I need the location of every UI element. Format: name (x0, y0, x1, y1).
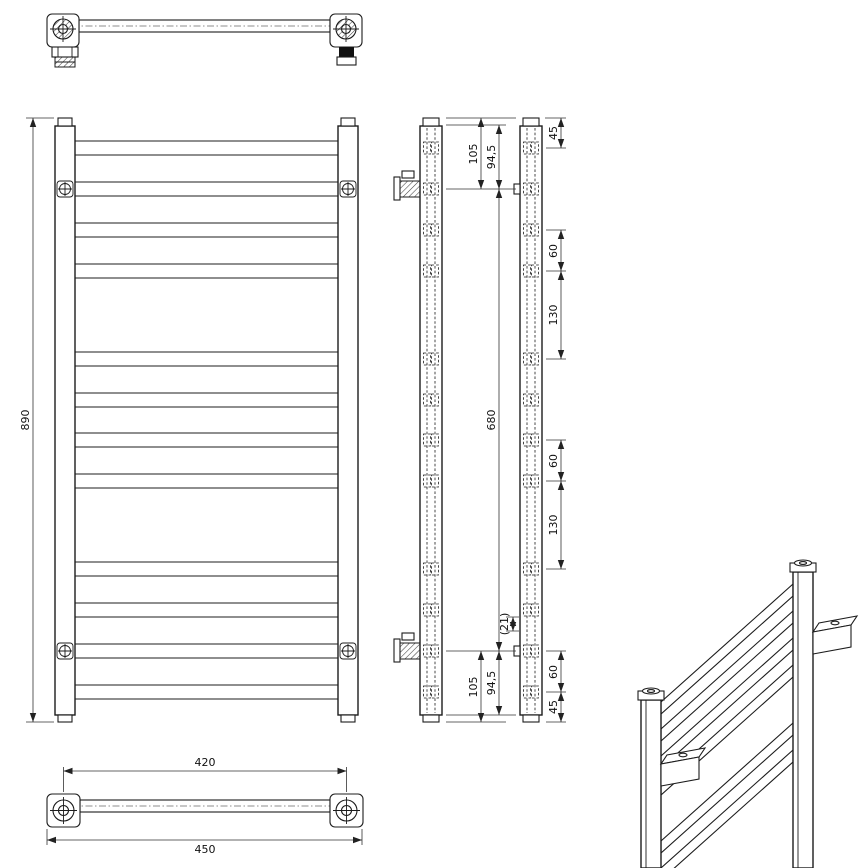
dim-label-60-a: 60 (547, 244, 560, 258)
dim-label-680: 680 (485, 410, 498, 431)
dim-overall-height: 890 (19, 117, 54, 723)
dim-label-450: 450 (195, 843, 216, 856)
side-tube-bottom-cap (422, 714, 440, 723)
dim-label-94-5-top: 94,5 (485, 145, 498, 170)
top-view-left-bracket (46, 13, 80, 68)
wall-bracket-top (393, 170, 421, 201)
left-rail-top-cap (57, 117, 73, 127)
perspective-rungs (660, 582, 794, 868)
wall-bracket-bottom (393, 632, 421, 663)
dim-label-105-bottom: 105 (467, 677, 480, 698)
dim-label-45-bottom: 45 (547, 700, 560, 714)
dim-pipe-spacing: 420 (63, 756, 347, 792)
dim-label-130-a: 130 (547, 305, 560, 326)
bottom-right-connection (329, 793, 364, 828)
front-view: 890 (19, 117, 359, 723)
top-view (46, 13, 363, 68)
perspective-bracket-left (659, 747, 707, 787)
side-view-open-side (513, 117, 543, 723)
top-view-right-bracket (329, 13, 363, 66)
dim-label-94-5-bottom: 94,5 (485, 671, 498, 696)
perspective-right-post (789, 559, 817, 868)
side-tube-top-cap (522, 117, 540, 127)
dim-overall-width: 450 (46, 829, 363, 856)
side-tube-top-cap (422, 117, 440, 127)
side-dimension-chains: 105 105 94,5 680 94,5 (21) 45 60 130 60 … (446, 117, 566, 723)
extension-lines-right (545, 117, 566, 723)
front-rungs (74, 140, 339, 700)
dim-label-45-top: 45 (547, 126, 560, 140)
left-rail-bottom-cap (57, 714, 73, 723)
rung-joints-hidden (523, 141, 539, 699)
tube-hidden-edges (426, 128, 436, 713)
bottom-view: 420 450 (46, 756, 364, 856)
dim-label-60-b: 60 (547, 454, 560, 468)
side-tube (419, 125, 443, 716)
right-rail (337, 125, 359, 716)
dim-label-21-ref: (21) (498, 613, 511, 636)
dim-label-890: 890 (19, 410, 32, 431)
side-tube-bottom-cap (522, 714, 540, 723)
mounting-point (56, 642, 74, 660)
bracket-block (339, 47, 354, 57)
bottom-left-connection (46, 793, 81, 828)
right-rail-top-cap (340, 117, 356, 127)
rung-joints-hidden (423, 141, 439, 699)
dim-label-105-top: 105 (467, 144, 480, 165)
perspective-bracket-right (811, 615, 859, 655)
dim-label-420: 420 (195, 756, 216, 769)
right-rail-bottom-cap (340, 714, 356, 723)
dim-label-60-c: 60 (547, 665, 560, 679)
tube-hidden-edges (526, 128, 536, 713)
mounting-point (339, 642, 357, 660)
dim-label-130-b: 130 (547, 515, 560, 536)
mounting-point (56, 180, 74, 198)
perspective-left-post (637, 687, 665, 868)
left-rail (54, 125, 76, 716)
perspective-view (637, 559, 859, 868)
mounting-point (339, 180, 357, 198)
side-tube (519, 125, 543, 716)
side-view-bracket-side (393, 117, 443, 723)
